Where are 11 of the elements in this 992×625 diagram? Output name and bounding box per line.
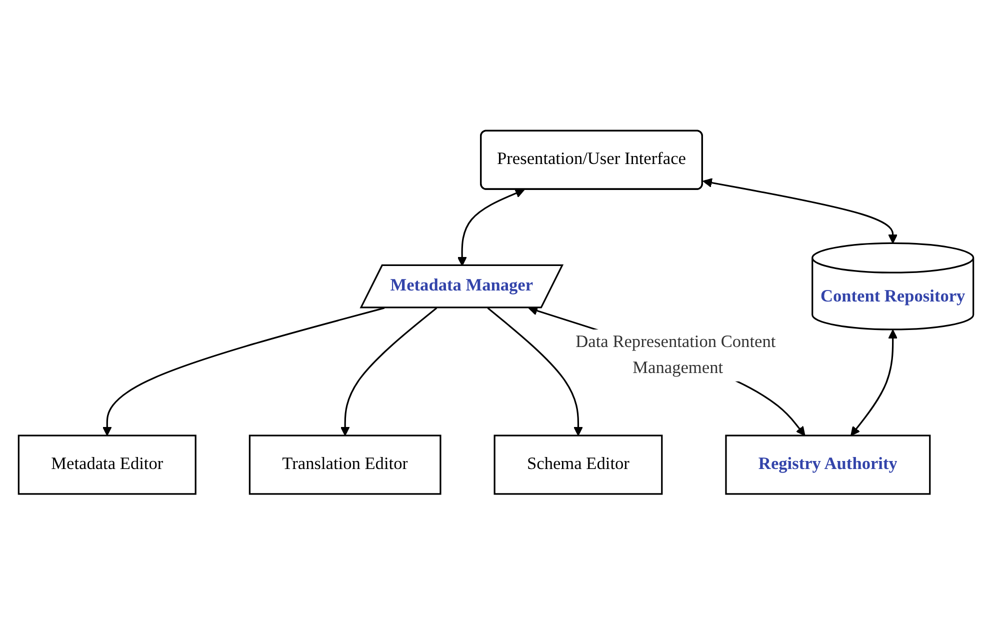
edge-label: Data Representation Content Management: [576, 332, 776, 378]
arrow: [340, 308, 438, 436]
arrow: [102, 307, 385, 436]
node-box: Schema Editor: [494, 434, 663, 495]
arrow: [850, 330, 898, 436]
arrow: [457, 188, 525, 266]
arrow: [702, 178, 898, 244]
node-box: Metadata Editor: [18, 434, 196, 495]
node-box: Translation Editor: [248, 434, 442, 495]
node-box: Registry Authority: [725, 434, 931, 495]
arrow: [487, 308, 583, 436]
